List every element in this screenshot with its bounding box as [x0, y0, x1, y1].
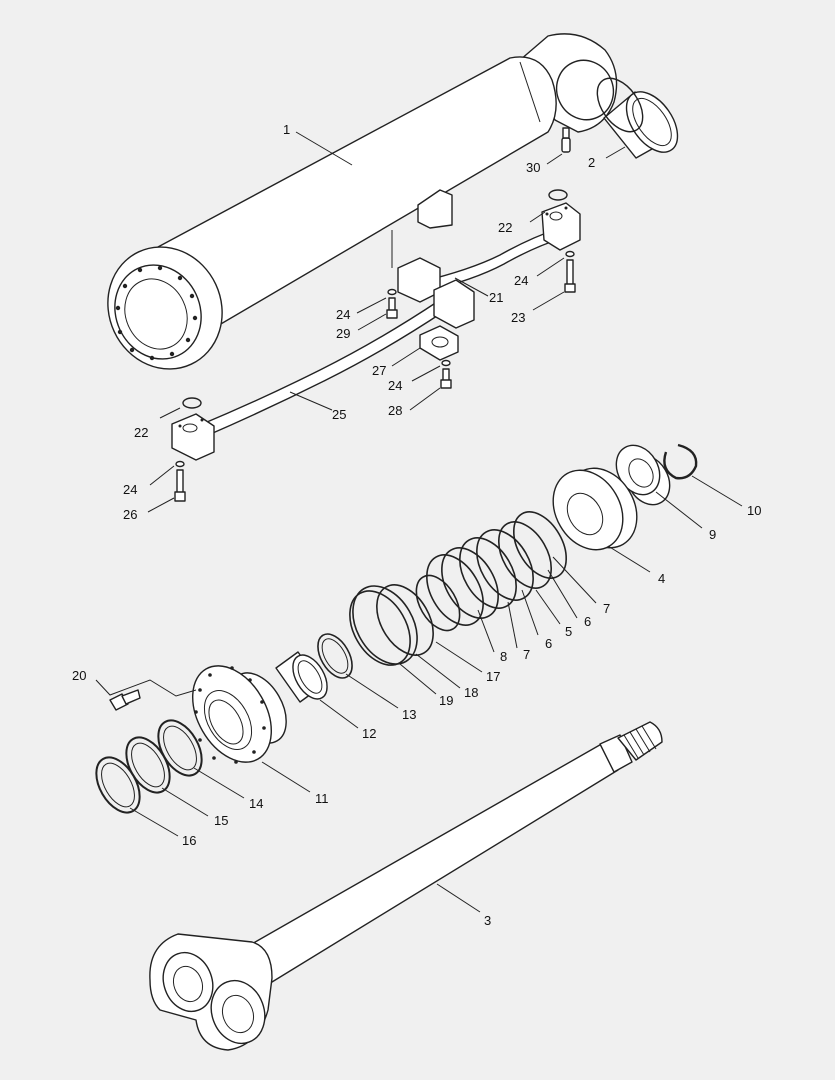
bolt-23: [564, 250, 576, 293]
callout-10: 10: [747, 503, 761, 518]
callout-24b: 24: [336, 307, 350, 322]
callout-8: 8: [500, 649, 507, 664]
callout-24d: 24: [123, 482, 137, 497]
head-bushing: [275, 651, 328, 703]
callout-16: 16: [182, 833, 196, 848]
callout-11: 11: [315, 791, 329, 806]
callout-27: 27: [372, 363, 386, 378]
callout-19: 19: [439, 693, 453, 708]
cylinder-barrel: [107, 33, 618, 370]
callout-17: 17: [486, 669, 500, 684]
o-ring-upper: [548, 189, 568, 201]
callout-labels: 1 2 3 4 5 6 6 7 7 8 9 10 11 12 13 14 15 …: [72, 122, 761, 928]
leader-lines: [95, 131, 743, 913]
callout-3: 3: [484, 913, 491, 928]
o-ring-lower: [182, 397, 202, 409]
callout-9: 9: [709, 527, 716, 542]
callout-7b: 7: [523, 647, 530, 662]
callout-5: 5: [565, 624, 572, 639]
piston-seal-rings: [349, 511, 568, 666]
callout-28: 28: [388, 403, 402, 418]
callout-4: 4: [658, 571, 665, 586]
callout-23: 23: [511, 310, 525, 325]
head-bolt: [109, 689, 141, 711]
guide-ring: [317, 633, 353, 679]
cylinder-head: [192, 665, 287, 764]
piston: [552, 467, 638, 551]
pipe-clamp: [419, 325, 459, 361]
callout-18: 18: [464, 685, 478, 700]
grease-fitting: [561, 127, 571, 153]
callout-26: 26: [123, 507, 137, 522]
pipe-clamp-block: [391, 230, 475, 329]
callout-22b: 22: [134, 425, 148, 440]
callout-15: 15: [214, 813, 228, 828]
callout-6b: 6: [545, 636, 552, 651]
piston-rod: [149, 721, 663, 1051]
callout-24a: 24: [514, 273, 528, 288]
callout-24c: 24: [388, 378, 402, 393]
bushing: [596, 77, 679, 159]
retaining-ring: [663, 443, 698, 480]
bolt-28: [440, 359, 452, 389]
callout-6a: 6: [584, 614, 591, 629]
callout-13: 13: [402, 707, 416, 722]
bolt-29: [386, 288, 398, 319]
callout-25: 25: [332, 407, 346, 422]
callout-7a: 7: [603, 601, 610, 616]
piston-nut: [615, 444, 671, 506]
hydraulic-line-upper: [419, 202, 581, 293]
callout-2: 2: [588, 155, 595, 170]
callout-22a: 22: [498, 220, 512, 235]
callout-14: 14: [249, 796, 263, 811]
callout-20: 20: [72, 668, 86, 683]
callout-21: 21: [489, 290, 503, 305]
callout-29: 29: [336, 326, 350, 341]
callout-1: 1: [283, 122, 290, 137]
callout-30: 30: [526, 160, 540, 175]
callout-12: 12: [362, 726, 376, 741]
rod-seals: [95, 719, 203, 814]
bolt-26: [174, 460, 186, 502]
